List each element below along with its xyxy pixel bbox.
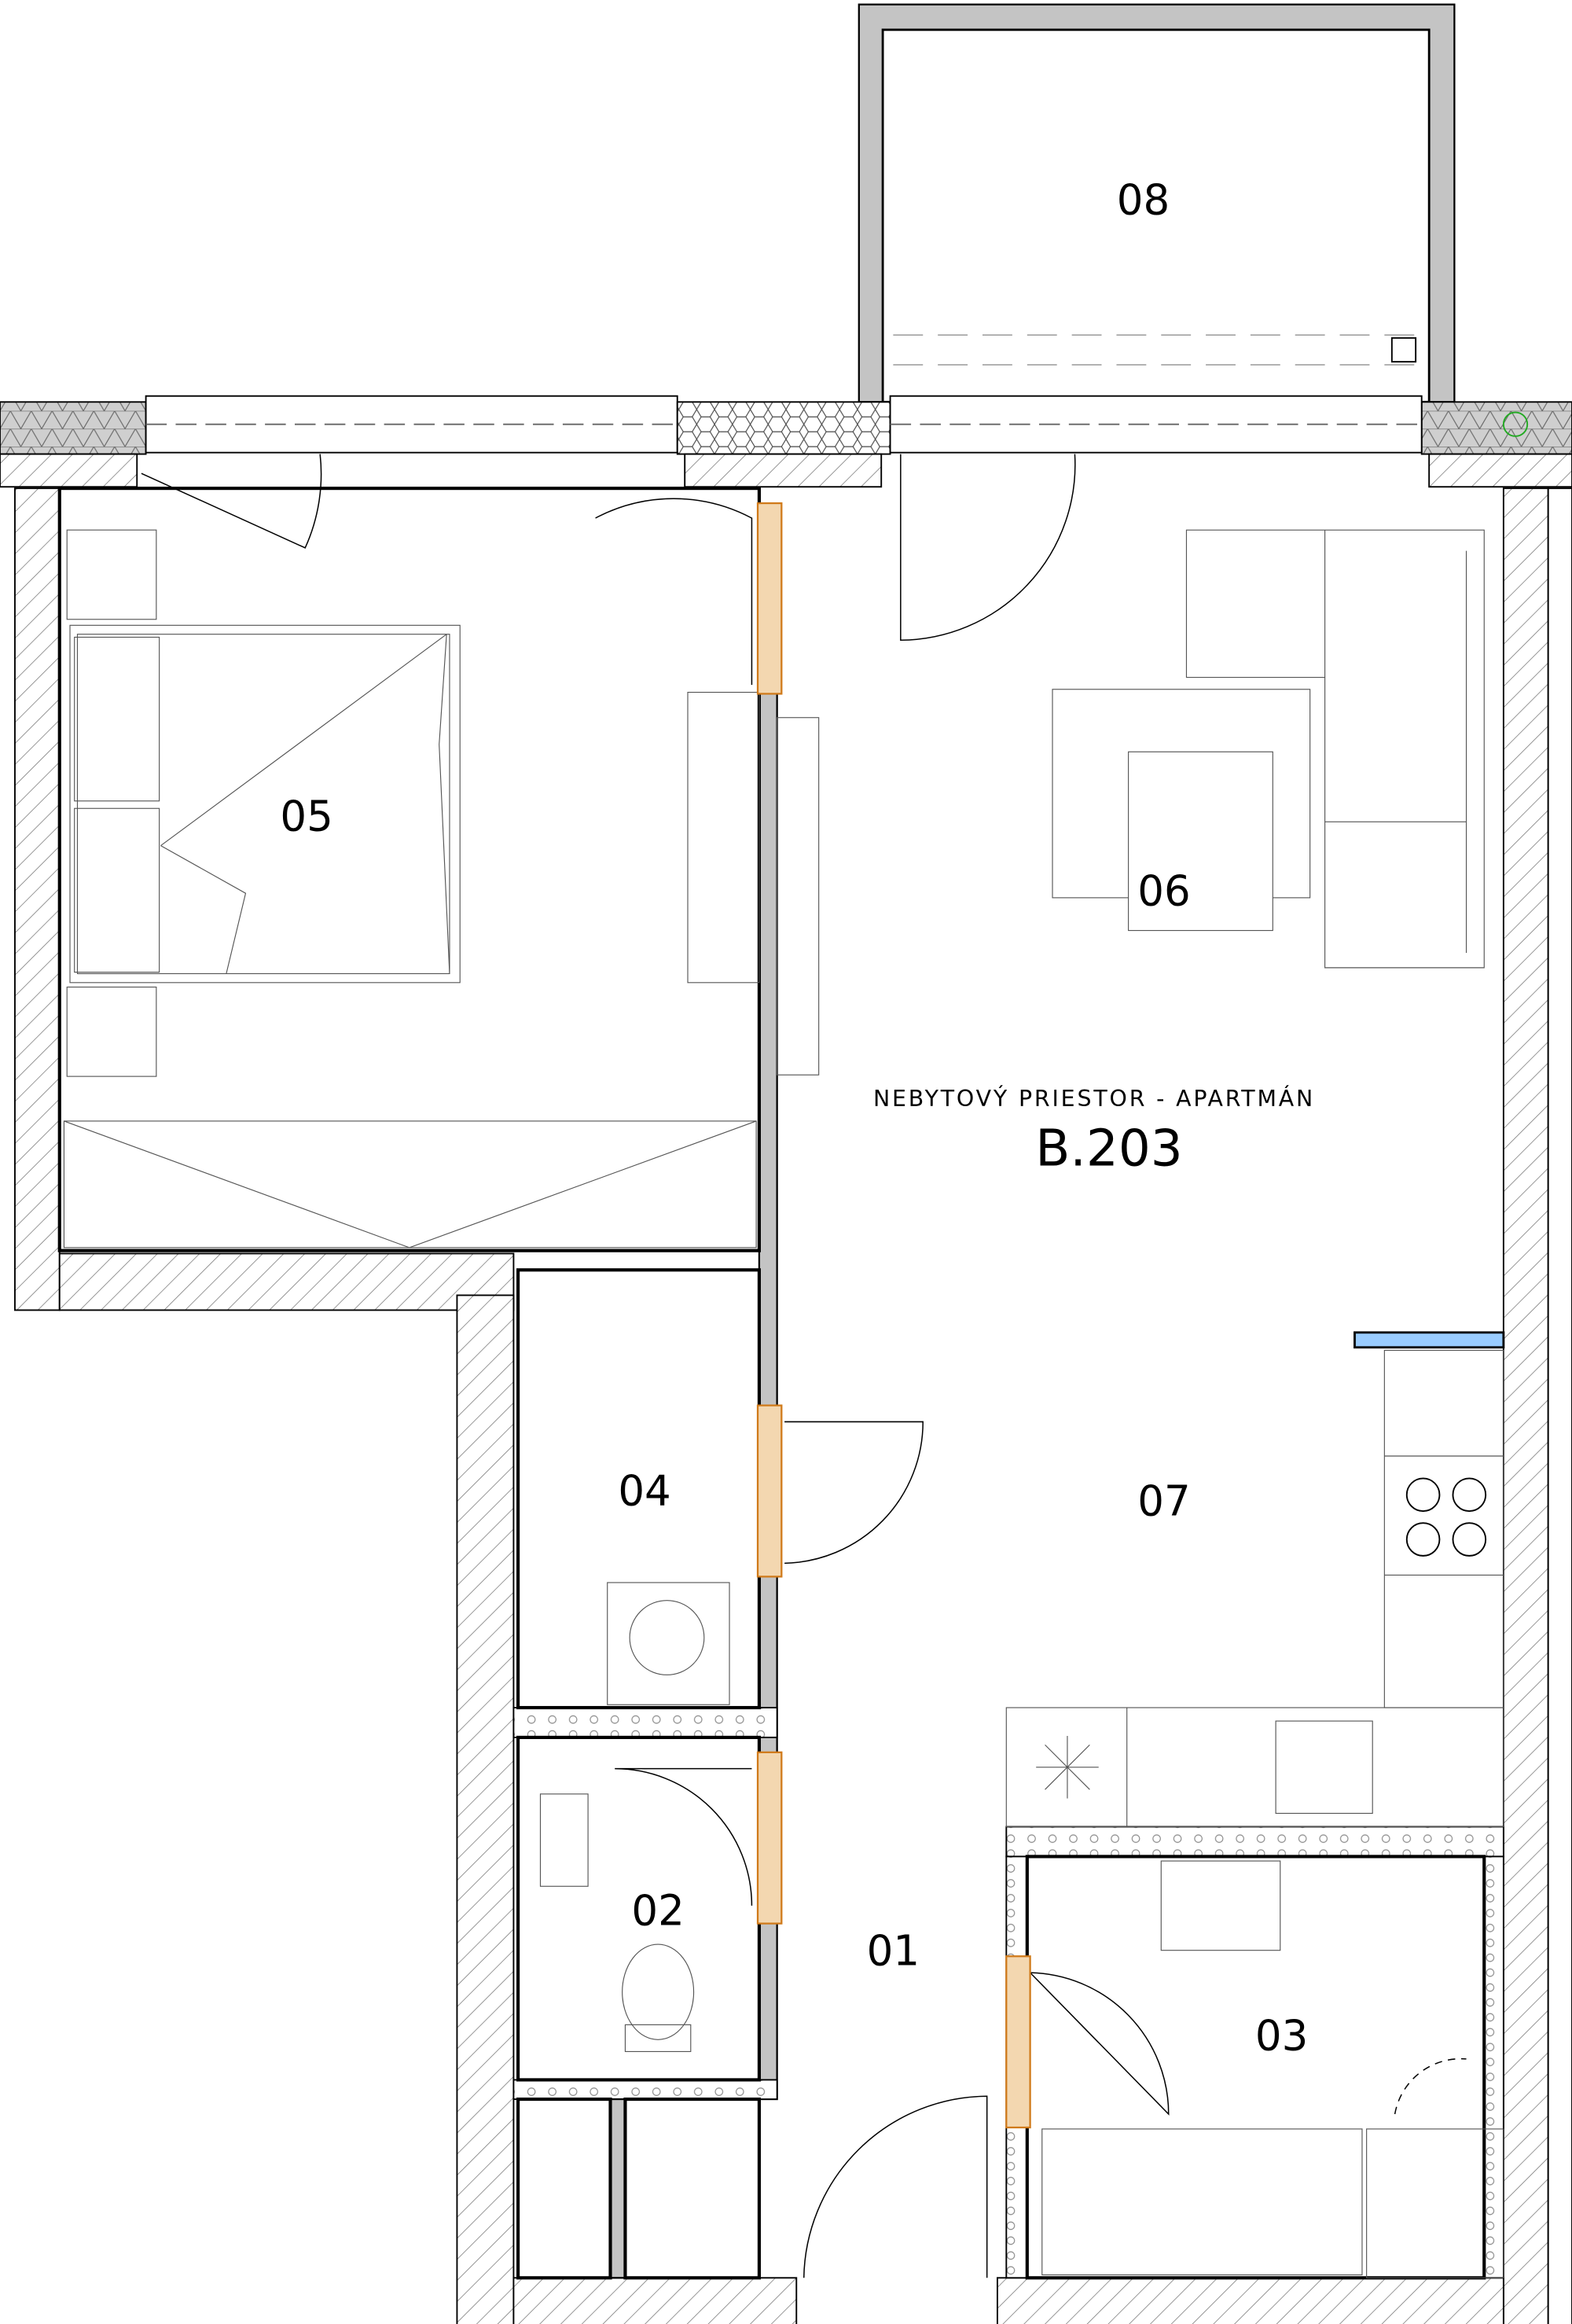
bathtub [1041, 2128, 1363, 2276]
room-label-06: 06 [1137, 866, 1190, 915]
sofa [1185, 529, 1485, 969]
kitchen-counter [1005, 1349, 1504, 1828]
door-frame [1005, 1955, 1031, 2129]
room-label-03: 03 [1255, 2012, 1308, 2061]
door-frame [756, 1751, 783, 1925]
balcony-08 [858, 3, 1456, 403]
washbasin [1160, 1860, 1281, 1951]
doors[interactable] [141, 454, 1467, 2278]
exterior-wall-top [0, 395, 1572, 488]
coffee-table [1128, 751, 1273, 932]
washing-machine [607, 1582, 730, 1705]
tv-unit [777, 717, 820, 1076]
door-frame [756, 502, 783, 695]
room-label-08: 08 [1117, 176, 1170, 225]
room-label-05: 05 [280, 792, 332, 841]
washing-machine [1366, 2128, 1504, 2278]
room-label-01: 01 [867, 1927, 920, 1976]
door-frame [756, 1404, 783, 1578]
walls [13, 487, 1572, 2324]
tv-unit [687, 691, 760, 984]
room-label-02: 02 [631, 1887, 684, 1936]
toilet [622, 1943, 695, 2040]
shelf [1353, 1331, 1505, 1349]
nightstand [66, 986, 157, 1077]
drain-icon [1390, 336, 1417, 363]
sink [539, 1793, 589, 1887]
unit-number: B.203 [1035, 1120, 1183, 1179]
bed [69, 624, 461, 984]
room-label-04: 04 [618, 1466, 670, 1515]
room-label-07: 07 [1137, 1477, 1190, 1526]
wardrobe [63, 1120, 757, 1248]
space-type-label: NEBYTOVÝ PRIESTOR - APARTMÁN [873, 1085, 1315, 1112]
nightstand [66, 529, 157, 620]
vent-icon [1502, 411, 1529, 437]
